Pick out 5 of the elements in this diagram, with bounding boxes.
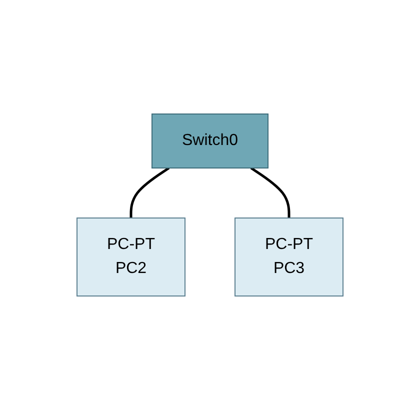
node-box: PC-PT PC2	[76, 218, 185, 296]
node-box: PC-PT PC3	[234, 218, 343, 296]
connector	[250, 166, 290, 218]
node-box: Switch0	[150, 114, 268, 168]
connector	[129, 166, 170, 218]
